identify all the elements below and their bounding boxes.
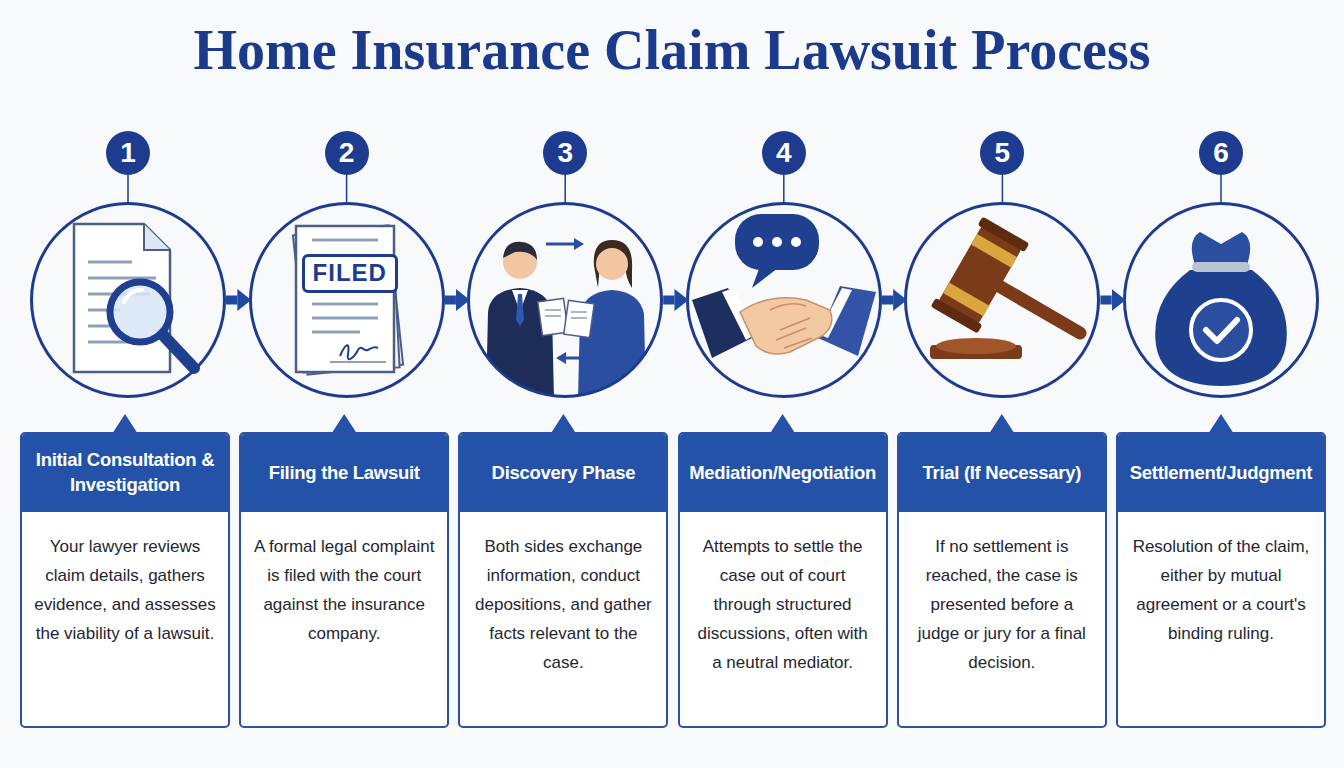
bubble-dot (753, 237, 763, 247)
exchange-arrow (566, 357, 586, 360)
card-pointer (331, 414, 357, 434)
document-sheet (74, 224, 170, 372)
step-card: Trial (If Necessary)If no settlement is … (897, 432, 1107, 728)
bag-body (1155, 270, 1287, 386)
step-title: Mediation/Negotiation (680, 434, 886, 512)
stem-line (1002, 175, 1004, 202)
gavel-icon (930, 216, 1080, 359)
step-title: Initial Consultation & Investigation (22, 434, 228, 512)
step-title: Trial (If Necessary) (899, 434, 1105, 512)
step-circle: 1 (30, 202, 226, 398)
flow-arrow (882, 296, 893, 305)
flow-arrow (1100, 296, 1111, 305)
filed-stamp: FILED (302, 254, 398, 293)
gavel-head (931, 216, 1030, 333)
stem-line (783, 175, 785, 202)
step-description: Attempts to settle the case out of court… (680, 512, 886, 726)
gavel-end (931, 298, 983, 334)
stem-line (564, 175, 566, 202)
flow-arrow (663, 296, 674, 305)
check-mark (1206, 320, 1237, 341)
step-number: 6 (1199, 131, 1243, 175)
signature-line (330, 361, 386, 363)
tie (516, 294, 524, 326)
step-title: Filing the Lawsuit (241, 434, 447, 512)
held-paper (564, 300, 594, 337)
stem-line (1220, 175, 1222, 202)
exchange-icon (486, 238, 646, 400)
step-number: 2 (325, 131, 369, 175)
step-description: Both sides exchange information, conduct… (460, 512, 666, 726)
step-number: 5 (980, 131, 1024, 175)
step-number: 3 (543, 131, 587, 175)
paper-sheet (293, 225, 403, 374)
woman-hair (594, 240, 632, 288)
card-pointer (1208, 414, 1234, 434)
flow-arrow (226, 296, 237, 305)
stem-line (127, 175, 129, 202)
magnifier-handle (162, 334, 194, 368)
step-circle: 4 (686, 202, 882, 398)
handshake-icon (692, 214, 876, 358)
step-description: If no settlement is reached, the case is… (899, 512, 1105, 726)
step-card: Initial Consultation & InvestigationYour… (20, 432, 230, 728)
step-circle: 2FILED (249, 202, 445, 398)
man-hair (503, 242, 537, 260)
card-pointer (112, 414, 138, 434)
woman-head (596, 248, 628, 280)
money-bag-icon (1155, 232, 1287, 386)
sound-block-top (936, 338, 1016, 354)
step-circle: 3 (467, 202, 663, 398)
step-title: Discovery Phase (460, 434, 666, 512)
speech-bubble (735, 214, 819, 270)
step-number: 4 (762, 131, 806, 175)
check-badge (1191, 300, 1251, 360)
paper-lines (545, 310, 587, 318)
exchange-arrowhead (556, 352, 566, 364)
clasped-hands (740, 298, 832, 354)
step-description: Resolution of the claim, either by mutua… (1118, 512, 1324, 726)
step-card: Discovery PhaseBoth sides exchange infor… (458, 432, 668, 728)
bubble-dot (772, 237, 782, 247)
magnifier-lens (110, 282, 170, 342)
bubble-tail (752, 266, 778, 288)
step-card: Settlement/JudgmentResolution of the cla… (1116, 432, 1326, 728)
flow-arrow (445, 296, 456, 305)
card-pointer (550, 414, 576, 434)
signature (340, 345, 378, 359)
document-magnifier-icon (74, 224, 194, 372)
step-description: A formal legal complaint is filed with t… (241, 512, 447, 726)
step-circle: 6 (1123, 202, 1319, 398)
stem-line (346, 175, 348, 202)
document-fold (144, 224, 170, 250)
diagram-title: Home Insurance Claim Lawsuit Process (0, 14, 1344, 87)
step-card: Mediation/NegotiationAttempts to settle … (678, 432, 888, 728)
paper-stack-icon (293, 225, 403, 374)
step-number: 1 (106, 131, 150, 175)
step-card: Filing the LawsuitA formal legal complai… (239, 432, 449, 728)
finger-lines (770, 304, 812, 348)
paper-sheet (296, 226, 394, 372)
step-description: Your lawyer reviews claim details, gathe… (22, 512, 228, 726)
exchange-arrowhead (574, 238, 584, 250)
lens-highlight (124, 290, 142, 302)
card-pointer (770, 414, 796, 434)
step-title: Settlement/Judgment (1118, 434, 1324, 512)
bubble-dot (791, 237, 801, 247)
step-circle: 5 (904, 202, 1100, 398)
bag-rope (1192, 262, 1250, 272)
card-pointer (989, 414, 1015, 434)
gavel-end (978, 216, 1030, 252)
exchange-arrow (546, 243, 574, 246)
